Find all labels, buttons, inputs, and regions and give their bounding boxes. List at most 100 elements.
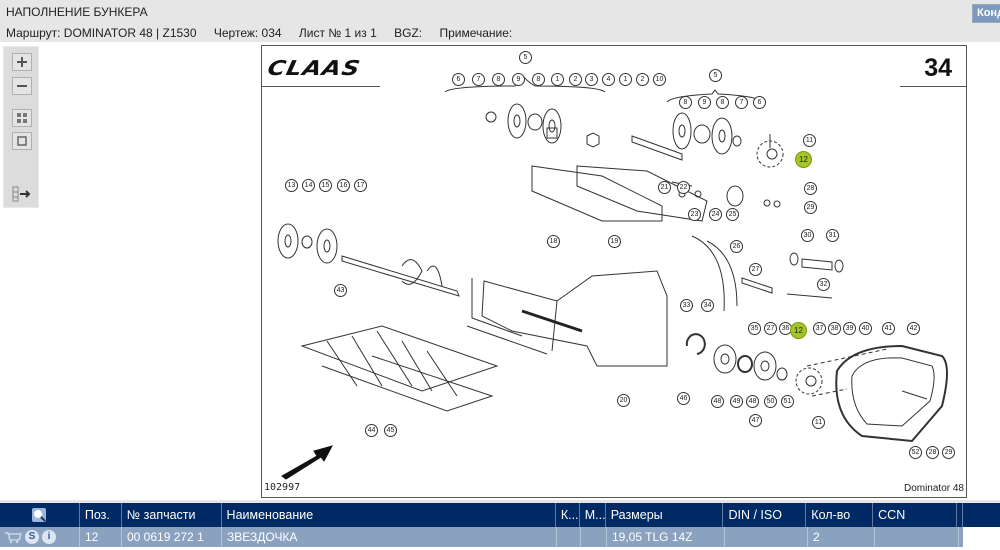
position-callout-15[interactable]: 15	[319, 179, 332, 192]
position-callout-8[interactable]: 8	[532, 73, 545, 86]
position-callout-10[interactable]: 10	[653, 73, 666, 86]
column-header-part-number[interactable]: № запчасти	[122, 503, 222, 527]
column-header-din-iso[interactable]: DIN / ISO	[723, 503, 807, 527]
parts-drawing[interactable]: CLAAS 34	[261, 45, 967, 498]
position-callout-20[interactable]: 20	[617, 394, 630, 407]
position-callout-11[interactable]: 11	[812, 416, 825, 429]
position-callout-47[interactable]: 47	[749, 414, 762, 427]
position-callout-17[interactable]: 17	[354, 179, 367, 192]
position-callout-27[interactable]: 27	[764, 322, 777, 335]
column-header-k[interactable]: К...	[556, 503, 580, 527]
position-callout-24[interactable]: 24	[709, 208, 722, 221]
viewer-toolbar	[3, 46, 39, 208]
position-callout-51[interactable]: 51	[781, 395, 794, 408]
position-callout-22[interactable]: 22	[677, 181, 690, 194]
column-header-qty[interactable]: Кол-во	[806, 503, 874, 527]
position-callout-16[interactable]: 16	[337, 179, 350, 192]
position-callout-48[interactable]: 48	[711, 395, 724, 408]
position-callout-5[interactable]: 5	[519, 51, 532, 64]
position-callout-1[interactable]: 1	[619, 73, 632, 86]
position-callout-50[interactable]: 50	[764, 395, 777, 408]
position-callout-8[interactable]: 8	[716, 96, 729, 109]
fit-window-icon	[17, 136, 27, 146]
position-callout-9[interactable]: 9	[512, 73, 525, 86]
drawing-label: Чертеж: 034	[213, 26, 282, 40]
position-callout-14[interactable]: 14	[302, 179, 315, 192]
toggle-panel-button[interactable]	[12, 185, 32, 203]
column-header-ccn[interactable]: CCN	[873, 503, 957, 527]
position-callout-11[interactable]: 11	[803, 134, 816, 147]
position-callout-31[interactable]: 31	[826, 229, 839, 242]
position-callout-39[interactable]: 39	[843, 322, 856, 335]
fit-window-button[interactable]	[12, 132, 32, 150]
position-callout-25[interactable]: 25	[726, 208, 739, 221]
position-callout-30[interactable]: 30	[801, 229, 814, 242]
position-callout-9[interactable]: 9	[698, 96, 711, 109]
position-callout-38[interactable]: 38	[828, 322, 841, 335]
position-callout-6[interactable]: 6	[452, 73, 465, 86]
position-callout-43[interactable]: 43	[334, 284, 347, 297]
table-header: Поз. № запчасти Наименование К... М... Р…	[0, 503, 963, 527]
row-action-icons: S i	[0, 527, 80, 547]
page-title: НАПОЛНЕНИЕ БУНКЕРА	[6, 5, 148, 19]
position-callout-41[interactable]: 41	[882, 322, 895, 335]
position-callout-8[interactable]: 8	[492, 73, 505, 86]
position-callout-49[interactable]: 49	[730, 395, 743, 408]
position-callout-44[interactable]: 44	[365, 424, 378, 437]
position-callout-52[interactable]: 52	[909, 446, 922, 459]
column-header-pos[interactable]: Поз.	[80, 503, 122, 527]
position-callout-21[interactable]: 21	[658, 181, 671, 194]
s-icon[interactable]: S	[25, 530, 39, 544]
note-label: Примечание:	[439, 26, 513, 40]
position-callout-13[interactable]: 13	[285, 179, 298, 192]
kond-button[interactable]: Конд	[972, 4, 1000, 23]
drawing-page-number: 34	[924, 54, 952, 82]
info-icon[interactable]: i	[42, 530, 56, 544]
position-callout-42[interactable]: 42	[907, 322, 920, 335]
zoom-out-button[interactable]	[12, 77, 32, 95]
position-callout-1[interactable]: 1	[551, 73, 564, 86]
position-callout-28[interactable]: 28	[804, 182, 817, 195]
position-callout-8[interactable]: 8	[679, 96, 692, 109]
column-header-size[interactable]: Размеры	[606, 503, 724, 527]
fit-all-button[interactable]	[12, 109, 32, 127]
drawing-viewer: CLAAS 34	[0, 42, 1000, 500]
highlighted-position-callout[interactable]: 12	[795, 151, 812, 168]
position-callout-29[interactable]: 29	[804, 201, 817, 214]
position-callout-40[interactable]: 40	[859, 322, 872, 335]
position-callout-3[interactable]: 3	[585, 73, 598, 86]
position-callout-7[interactable]: 7	[735, 96, 748, 109]
position-callout-45[interactable]: 45	[384, 424, 397, 437]
position-callout-6[interactable]: 6	[753, 96, 766, 109]
column-header-icons[interactable]	[0, 503, 80, 527]
position-callout-34[interactable]: 34	[701, 299, 714, 312]
cell-din-iso	[725, 527, 808, 547]
position-callout-33[interactable]: 33	[680, 299, 693, 312]
position-callout-7[interactable]: 7	[472, 73, 485, 86]
position-callout-27[interactable]: 27	[749, 263, 762, 276]
position-callout-18[interactable]: 18	[547, 235, 560, 248]
position-callout-32[interactable]: 32	[817, 278, 830, 291]
position-callout-4[interactable]: 4	[602, 73, 615, 86]
table-row[interactable]: S i 12 00 0619 272 1 ЗВЕЗДОЧКА 19,05 TLG…	[0, 527, 963, 547]
position-callout-2[interactable]: 2	[636, 73, 649, 86]
column-header-name[interactable]: Наименование	[222, 503, 556, 527]
position-callout-26[interactable]: 26	[730, 240, 743, 253]
position-callout-28[interactable]: 28	[926, 446, 939, 459]
position-callout-35[interactable]: 35	[748, 322, 761, 335]
position-callout-23[interactable]: 23	[688, 208, 701, 221]
position-callout-2[interactable]: 2	[569, 73, 582, 86]
zoom-out-icon	[17, 85, 27, 87]
highlighted-position-callout[interactable]: 12	[790, 322, 807, 339]
zoom-in-button[interactable]	[12, 53, 32, 71]
column-header-m[interactable]: М...	[580, 503, 606, 527]
logo-divider	[262, 86, 380, 87]
position-callout-29[interactable]: 29	[942, 446, 955, 459]
cart-icon[interactable]	[4, 530, 22, 544]
position-callout-46[interactable]: 46	[677, 392, 690, 405]
position-callout-48[interactable]: 48	[746, 395, 759, 408]
position-callout-5[interactable]: 5	[709, 69, 722, 82]
position-callout-37[interactable]: 37	[813, 322, 826, 335]
position-callout-19[interactable]: 19	[608, 235, 621, 248]
sheet-label: Лист № 1 из 1	[298, 26, 377, 40]
